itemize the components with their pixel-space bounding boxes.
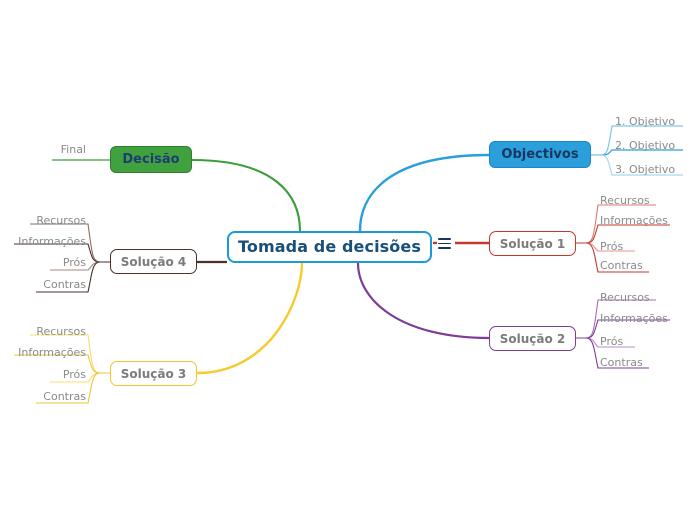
hamburger-line (438, 247, 451, 249)
branch-node-objectivos-label: Objectivos (501, 147, 579, 162)
branch-node-solucao3[interactable]: Solução 3 (110, 361, 197, 386)
leaf-solucao2-pros[interactable]: Prós (600, 335, 624, 348)
branch-node-solucao4[interactable]: Solução 4 (110, 249, 197, 274)
hamburger-icon[interactable] (438, 238, 451, 249)
branch-node-objectivos[interactable]: Objectivos (489, 141, 591, 168)
leaf-solucao4-recursos[interactable]: Recursos (36, 214, 86, 227)
leaf-solucao2-recursos[interactable]: Recursos (600, 291, 650, 304)
leaf-objectivos-3[interactable]: 3. Objetivo (615, 163, 676, 176)
leaf-solucao1-informacoes[interactable]: Informações (600, 214, 668, 227)
leaf-solucao3-informacoes[interactable]: Informações (18, 346, 86, 359)
leaf-solucao4-contras[interactable]: Contras (43, 278, 86, 291)
leaf-solucao1-recursos[interactable]: Recursos (600, 194, 650, 207)
hamburger-line (438, 242, 451, 245)
leaf-solucao2-contras[interactable]: Contras (600, 356, 643, 369)
leaf-objectivos-2[interactable]: 2. Objetivo (615, 139, 676, 152)
connector-root-decisao (191, 158, 302, 232)
root-node-label: Tomada de decisões (238, 237, 421, 256)
leaf-solucao3-pros[interactable]: Prós (62, 368, 86, 381)
leaf-objectivos-1[interactable]: 1. Objetivo (615, 115, 676, 128)
connector-root-solucao2 (356, 262, 490, 340)
connector-root-solucao3 (196, 262, 304, 375)
leaf-decisao-final[interactable]: Final (60, 143, 86, 156)
branch-node-solucao4-label: Solução 4 (120, 254, 187, 269)
leaf-solucao3-contras[interactable]: Contras (43, 390, 86, 403)
leaf-solucao4-informacoes[interactable]: Informações (18, 235, 86, 248)
branch-node-solucao2[interactable]: Solução 2 (489, 326, 576, 351)
leaf-solucao2-informacoes[interactable]: Informações (600, 312, 668, 325)
leaf-solucao1-contras[interactable]: Contras (600, 259, 643, 272)
hamburger-line (438, 238, 451, 240)
branch-node-decisao[interactable]: Decisão (110, 146, 192, 173)
branch-node-solucao3-label: Solução 3 (120, 366, 187, 381)
root-node[interactable]: Tomada de decisões (227, 231, 432, 263)
branch-node-solucao1-label: Solução 1 (499, 236, 566, 251)
leaf-solucao3-recursos[interactable]: Recursos (36, 325, 86, 338)
branch-node-solucao1[interactable]: Solução 1 (489, 231, 576, 256)
leaf-solucao4-pros[interactable]: Prós (62, 256, 86, 269)
branch-node-solucao2-label: Solução 2 (499, 331, 566, 346)
branch-node-decisao-label: Decisão (122, 152, 180, 167)
leaf-solucao1-pros[interactable]: Prós (600, 240, 624, 253)
connector-root-objectivos (358, 153, 490, 232)
